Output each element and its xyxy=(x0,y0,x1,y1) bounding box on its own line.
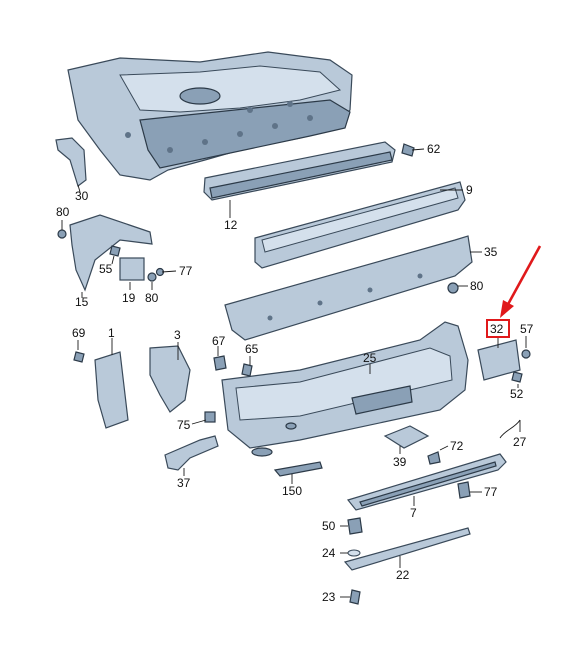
callout-24: 24 xyxy=(322,546,336,560)
callout-65: 65 xyxy=(245,342,259,356)
callout-35: 35 xyxy=(484,245,498,259)
callout-1: 1 xyxy=(108,326,115,340)
clip-67 xyxy=(213,355,227,371)
leader-lines xyxy=(61,148,527,598)
part-35-guide xyxy=(224,235,473,341)
part-39-bracket xyxy=(383,425,430,449)
callout-80-b: 80 xyxy=(145,291,159,305)
callout-12: 12 xyxy=(224,218,238,232)
highlight-arrow xyxy=(500,245,542,318)
callout-32: 32 xyxy=(490,322,504,336)
callout-9: 9 xyxy=(466,183,473,197)
clip-75 xyxy=(204,411,216,423)
part-12-impact-beam xyxy=(203,141,396,201)
callout-80-a: 80 xyxy=(56,205,70,219)
callout-27: 27 xyxy=(513,435,527,449)
callout-50: 50 xyxy=(322,519,336,533)
callout-69: 69 xyxy=(72,326,86,340)
bolt-62 xyxy=(401,143,415,157)
part-22-lower-trim xyxy=(343,527,471,571)
part-37-bracket xyxy=(164,435,219,471)
callout-55: 55 xyxy=(99,262,113,276)
callout-30: 30 xyxy=(75,189,89,203)
highlight-box-32 xyxy=(486,319,510,338)
callout-15: 15 xyxy=(75,295,89,309)
callout-72: 72 xyxy=(450,439,464,453)
bolt-23 xyxy=(349,589,361,605)
rear-body-shell xyxy=(67,51,353,181)
callout-19: 19 xyxy=(122,291,136,305)
washer-24 xyxy=(347,549,361,557)
part-1-bracket xyxy=(73,351,129,429)
callout-37: 37 xyxy=(177,476,191,490)
callout-77-b: 77 xyxy=(484,485,498,499)
callout-75: 75 xyxy=(177,418,191,432)
part-15-side-bracket xyxy=(57,214,153,292)
part-3-bracket xyxy=(149,345,191,413)
part-9-absorber xyxy=(254,181,466,269)
callout-labels: 62 30 9 12 80 35 55 77 19 80 80 15 32 57… xyxy=(56,142,534,604)
part-50-clip xyxy=(347,517,363,535)
part-25-bumper-cover xyxy=(221,321,469,457)
callout-77-a: 77 xyxy=(179,264,193,278)
part-27-wire xyxy=(499,419,521,439)
callout-25: 25 xyxy=(363,351,377,365)
part-7-diffuser xyxy=(346,453,507,511)
callout-3: 3 xyxy=(174,328,181,342)
nut-80-right xyxy=(447,282,459,294)
callout-150: 150 xyxy=(282,484,302,498)
screw-65 xyxy=(241,363,253,377)
part-32-plate xyxy=(477,339,531,383)
callout-67: 67 xyxy=(212,334,226,348)
callout-57: 57 xyxy=(520,322,534,336)
part-150-trim xyxy=(273,461,323,477)
part-30-bracket xyxy=(55,137,87,187)
callout-80-c: 80 xyxy=(470,279,484,293)
part-72-clip xyxy=(427,451,441,465)
callout-39: 39 xyxy=(393,455,407,469)
callout-23: 23 xyxy=(322,590,336,604)
callout-52: 52 xyxy=(510,387,524,401)
callout-62: 62 xyxy=(427,142,441,156)
part-19-clip xyxy=(109,245,165,282)
callout-7: 7 xyxy=(410,506,417,520)
callout-22: 22 xyxy=(396,568,410,582)
